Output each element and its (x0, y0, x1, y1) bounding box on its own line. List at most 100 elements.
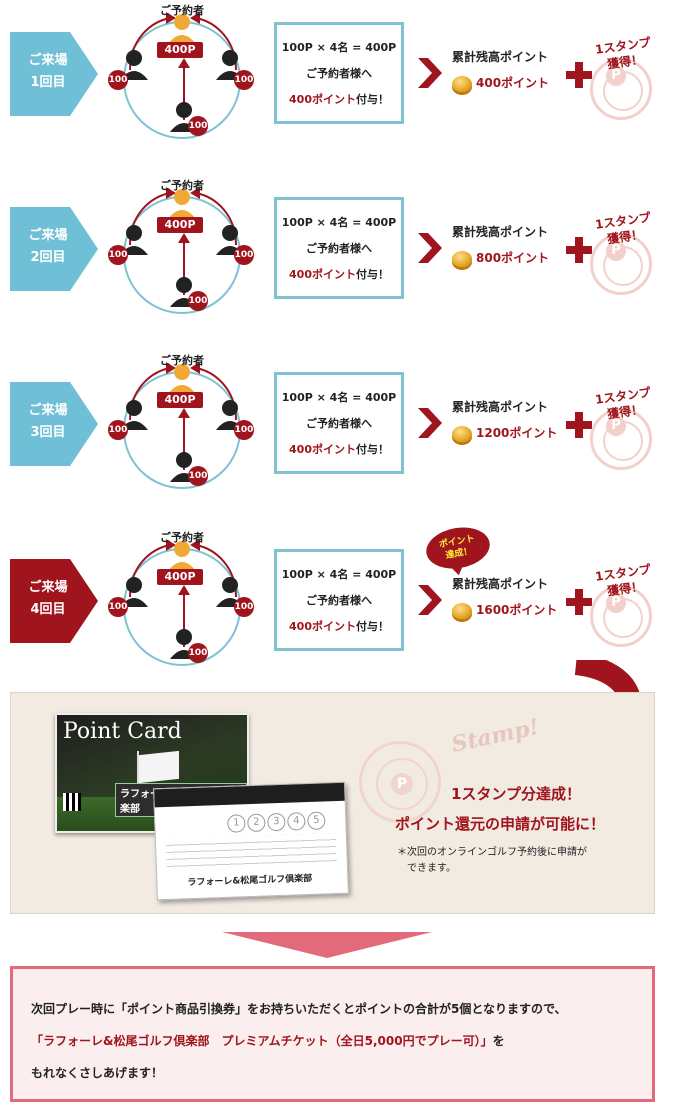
visit-row: ご来場 1回目 ご予約者 400P 100 100 100 (0, 0, 680, 150)
tag-arrow-icon (10, 207, 98, 291)
total-points-label: 累計残高ポイント (452, 50, 549, 64)
member-points-badge: 100 (234, 597, 254, 617)
calc-points-highlight: 400ポイント (289, 620, 356, 633)
total-points-label: 累計残高ポイント (452, 577, 549, 591)
calc-points-highlight: 400ポイント (289, 93, 356, 106)
coin-icon (452, 602, 472, 619)
total-points-amount: 1600ポイント (476, 603, 558, 617)
total-points-value: 400ポイント (452, 74, 549, 92)
total-points-value: 1600ポイント (452, 601, 557, 619)
stamp-slot: 1 (227, 814, 246, 833)
card-title: Point Card (63, 719, 182, 744)
stamp-slot: 4 (287, 812, 306, 831)
total-points-value: 1200ポイント (452, 424, 557, 442)
points-calculation-box: 100P × 4名 = 400P ご予約者様へ 400ポイント付与！ (274, 549, 404, 651)
stamp-word: Stamp! (449, 714, 542, 758)
visit-row: ご来場 2回目 ご予約者 400P 100 100 100 (0, 175, 680, 325)
visit-label-line2: 4回目 (30, 602, 66, 617)
reserver-label: ご予約者 (160, 179, 204, 192)
tag-arrow-icon (10, 382, 98, 466)
calc-line3: 400ポイント付与！ (277, 437, 401, 463)
premium-ticket-notice: 次回プレー時に「ポイント商品引換券」をお持ちいただくとポイントの合計が5個となり… (10, 966, 655, 1102)
visit-label-line2: 2回目 (30, 250, 66, 265)
calc-line1: 100P × 4名 = 400P (281, 391, 397, 404)
down-arrow-icon (222, 932, 432, 958)
stamp-earned-text: 1スタンプ 獲得！ (582, 208, 666, 251)
stamp-earned: P 1スタンプ 獲得！ (584, 385, 664, 478)
card-back-header (154, 782, 345, 808)
card-back-lines (165, 833, 337, 869)
stamp-earned-text: 1スタンプ 獲得！ (582, 383, 666, 426)
group-diagram: ご予約者 400P 100 100 100 (100, 0, 270, 150)
calc-line3: 400ポイント付与！ (277, 87, 401, 113)
achievement-note: ＊次回のオンラインゴルフ予約後に申請が できます。 (397, 845, 637, 877)
achievement-line1: 1スタンプ分達成！ (451, 785, 581, 803)
calc-suffix: 付与！ (355, 443, 389, 456)
visit-label-line2: 1回目 (30, 75, 66, 90)
member-points-badge: 100 (188, 466, 208, 486)
plus-icon (566, 62, 592, 88)
visit-tag: ご来場 3回目 (10, 382, 100, 466)
stamp-slot: 5 (307, 811, 326, 831)
plus-icon (566, 237, 592, 263)
card-flag-icon (139, 750, 179, 784)
calc-line3: 400ポイント付与！ (277, 262, 401, 288)
stamp-earned: P 1スタンプ 獲得！ (584, 210, 664, 303)
qr-code-icon (63, 793, 81, 811)
tag-arrow-icon (10, 559, 98, 643)
calc-line2: ご予約者様へ (306, 67, 372, 80)
stamp-earned: P 1スタンプ 獲得！ (584, 35, 664, 128)
member-points-badge: 100 (188, 643, 208, 663)
total-points-label: 累計残高ポイント (452, 400, 549, 414)
chevron-right-icon (418, 58, 442, 88)
reserver-points-badge: 400P (157, 569, 203, 585)
member-points-badge: 100 (108, 70, 128, 90)
stamp-earned: P 1スタンプ 獲得！ (584, 562, 664, 655)
reserver-label: ご予約者 (160, 4, 204, 17)
points-calculation-box: 100P × 4名 = 400P ご予約者様へ 400ポイント付与！ (274, 22, 404, 124)
coin-icon (452, 75, 472, 92)
calc-suffix: 付与！ (355, 268, 389, 281)
reserver-label: ご予約者 (160, 531, 204, 544)
calc-line1: 100P × 4名 = 400P (281, 568, 397, 581)
card-back-brand: ラフォーレ&松尾ゴルフ倶楽部 (187, 873, 313, 889)
reserver-points-badge: 400P (157, 217, 203, 233)
calc-suffix: 付与！ (355, 620, 389, 633)
visit-tag: ご来場 2回目 (10, 207, 100, 291)
total-points-amount: 800ポイント (476, 251, 550, 265)
visit-tag: ご来場 1回目 (10, 32, 100, 116)
group-diagram: ご予約者 400P 100 100 100 (100, 175, 270, 325)
member-points-badge: 100 (108, 245, 128, 265)
calc-suffix: 付与！ (355, 93, 389, 106)
stamp-slot: 3 (267, 812, 286, 832)
stamp-p-icon: P (606, 241, 626, 261)
total-points-value: 800ポイント (452, 249, 549, 267)
calc-line2: ご予約者様へ (306, 417, 372, 430)
member-points-badge: 100 (108, 597, 128, 617)
coin-icon (452, 425, 472, 442)
calc-line3: 400ポイント付与！ (277, 614, 401, 640)
visit-label-line1: ご来場 (28, 228, 68, 243)
total-points-amount: 400ポイント (476, 76, 550, 90)
visit-label: ご来場 1回目 (16, 50, 80, 94)
calc-line2: ご予約者様へ (306, 594, 372, 607)
note-line2: できます。 (407, 863, 456, 874)
footer-line1: 次回プレー時に「ポイント商品引換券」をお持ちいただくとポイントの合計が5個となり… (31, 1002, 567, 1016)
stamp-earned-text: 1スタンプ 獲得！ (582, 33, 666, 76)
plus-icon (566, 589, 592, 615)
member-points-badge: 100 (108, 420, 128, 440)
total-points-label: 累計残高ポイント (452, 225, 549, 239)
total-points-amount: 1200ポイント (476, 426, 558, 440)
visit-label-line1: ご来場 (28, 580, 68, 595)
stamp-p-icon: P (606, 593, 626, 613)
calc-line2: ご予約者様へ (306, 242, 372, 255)
group-diagram: ご予約者 400P 100 100 100 (100, 350, 270, 500)
points-calculation-box: 100P × 4名 = 400P ご予約者様へ 400ポイント付与！ (274, 372, 404, 474)
stamp-p-icon: P (606, 66, 626, 86)
member-points-badge: 100 (234, 420, 254, 440)
visit-label-line1: ご来場 (28, 403, 68, 418)
chevron-right-icon (418, 585, 442, 615)
visit-label-line1: ご来場 (28, 53, 68, 68)
visit-label: ご来場 2回目 (16, 225, 80, 269)
stamp-p-icon: P (606, 416, 626, 436)
